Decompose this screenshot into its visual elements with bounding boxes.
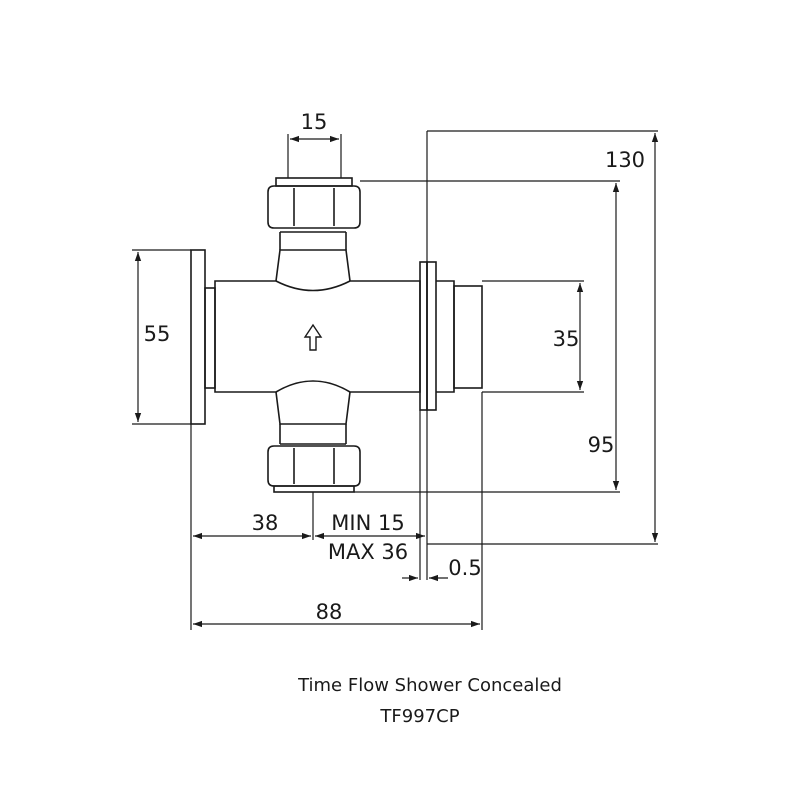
wall-plate-rim	[426, 261, 437, 411]
dim-union-span: 95	[588, 433, 615, 457]
product-title: Time Flow Shower Concealed	[298, 675, 562, 696]
dim-flange-height: 55	[144, 322, 171, 346]
upper-neck	[275, 249, 351, 282]
flow-arrow-icon	[303, 323, 323, 351]
dim-wall-plate: 0.5	[448, 556, 481, 580]
product-model: TF997CP	[380, 706, 460, 727]
upper-hex-nut	[267, 177, 361, 229]
main-body	[214, 280, 421, 393]
dimension-lines	[132, 130, 659, 630]
dim-overall-width: 88	[316, 600, 343, 624]
wall-plate	[419, 261, 428, 411]
outlet-spigot	[436, 280, 455, 393]
back-flange-step	[204, 287, 216, 389]
dim-overall-height: 130	[605, 148, 645, 172]
dim-min-depth: MIN 15	[331, 511, 404, 535]
dim-max-depth: MAX 36	[328, 540, 408, 564]
dim-inlet-width: 15	[301, 110, 328, 134]
valve-body	[190, 177, 483, 493]
lower-neck	[275, 391, 351, 425]
lower-hex-nut	[267, 445, 361, 493]
dim-body-left: 38	[252, 511, 279, 535]
back-flange	[190, 249, 206, 425]
outlet-cap	[453, 285, 483, 389]
dim-outlet-height: 35	[553, 327, 580, 351]
